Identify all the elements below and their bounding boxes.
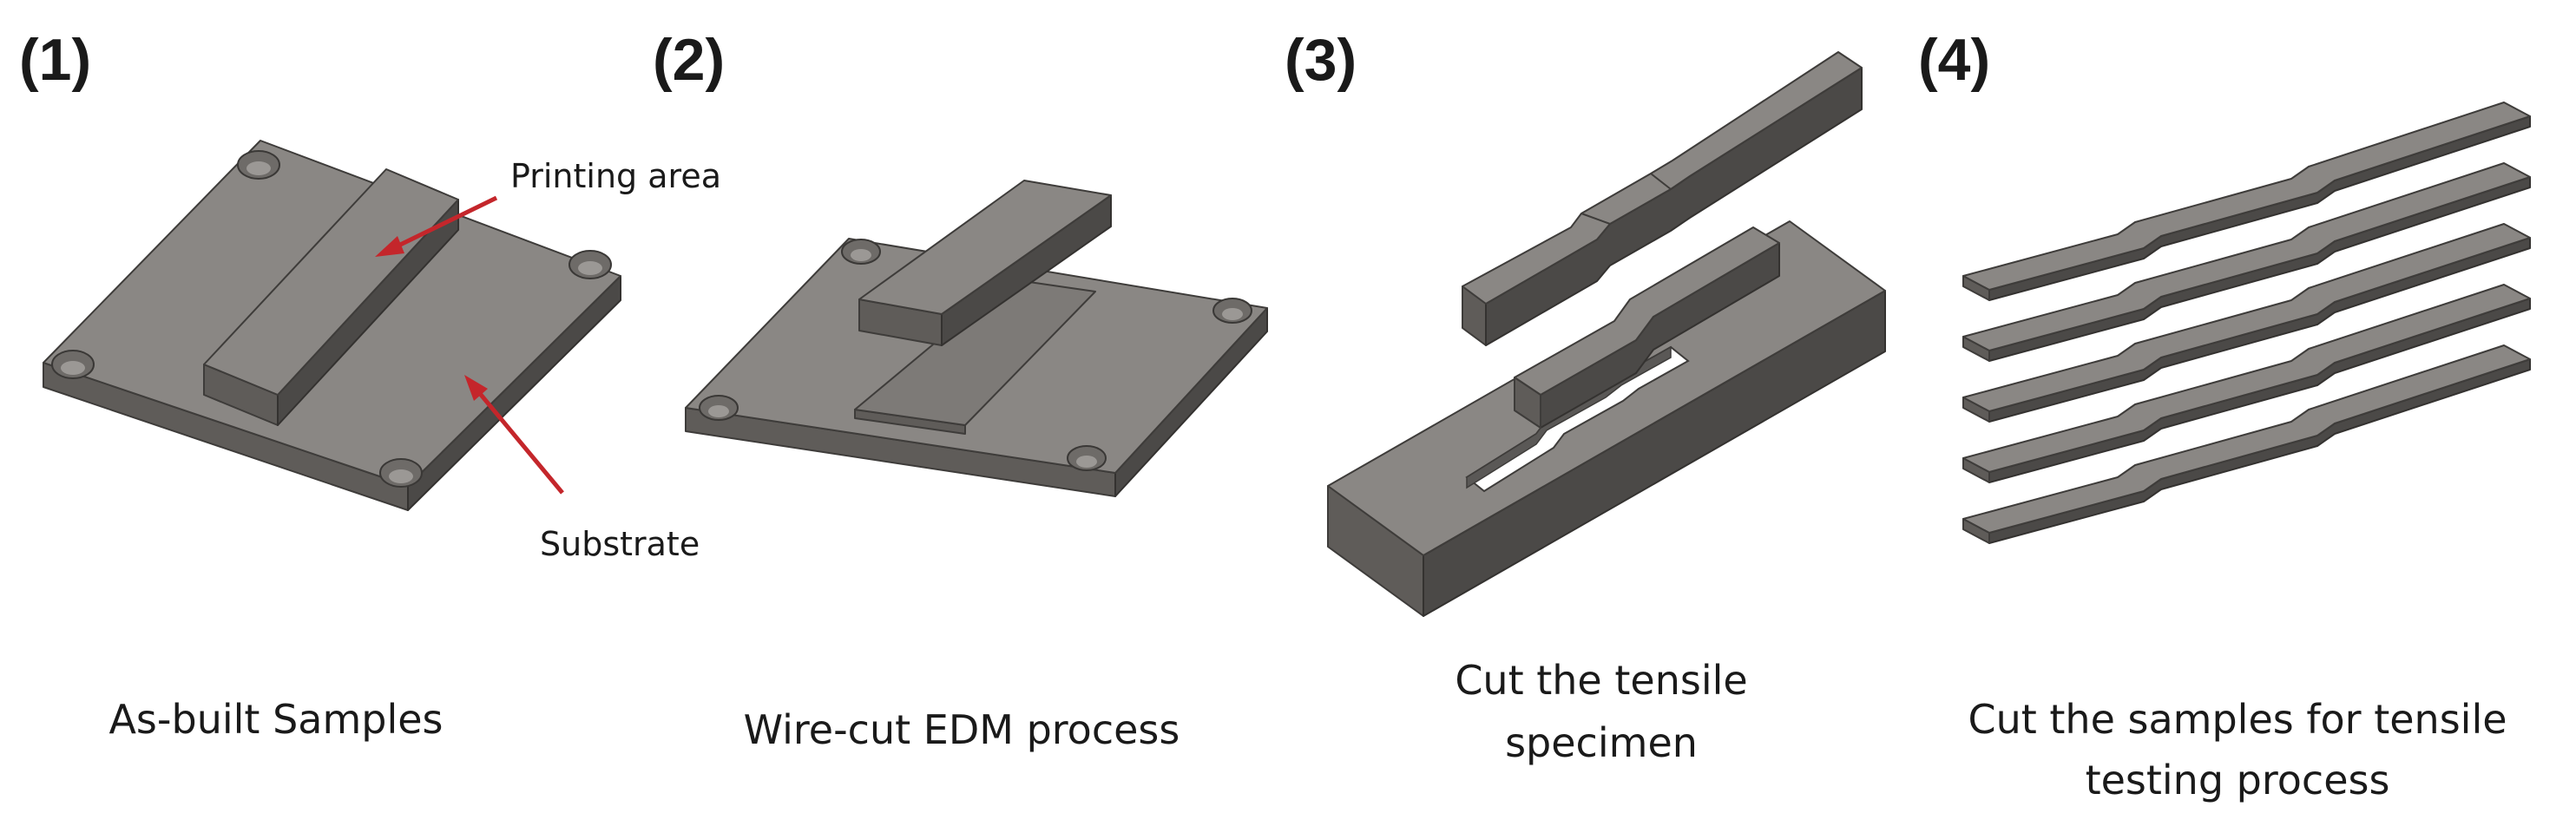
plate-hole — [1212, 298, 1252, 324]
thin-tensile-specimen — [1962, 344, 2531, 544]
thin-tensile-specimens — [1962, 102, 2531, 544]
printing-area-arrow — [375, 195, 498, 257]
plate-hole — [1067, 445, 1107, 471]
panel-3-caption-line-1: Cut the tensile — [1455, 657, 1747, 704]
panel-1-number: (1) — [19, 27, 91, 93]
panel-2-caption: Wire-cut EDM process — [744, 706, 1180, 753]
tensile-specimen-in-block — [1514, 226, 1780, 429]
panel-4: (4) Cut the samples for tensile testing … — [1918, 27, 2531, 803]
plate-hole — [568, 250, 612, 279]
panel-3-number: (3) — [1285, 27, 1357, 93]
plate-hole — [699, 395, 739, 421]
plate-hole — [51, 350, 95, 379]
plate-hole — [237, 150, 280, 180]
printing-area-label: Printing area — [510, 157, 721, 195]
thin-tensile-specimen — [1962, 162, 2531, 362]
panel-1: (1) Printing area Substrate — [19, 27, 721, 743]
thin-tensile-specimen — [1962, 284, 2531, 483]
panel-4-caption-line-1: Cut the samples for tensile — [1968, 696, 2507, 743]
lifted-block — [858, 180, 1112, 346]
panel-4-number: (4) — [1918, 27, 1990, 93]
panel-2-number: (2) — [653, 27, 725, 93]
printing-area-block-1 — [203, 168, 459, 426]
panel-2: (2) Wire-cut EDM process — [653, 27, 1268, 753]
thin-tensile-specimen — [1962, 102, 2531, 301]
panel-1-caption: As-built Samples — [108, 696, 443, 743]
substrate-arrow — [464, 375, 564, 495]
plate-hole — [841, 239, 881, 265]
panel-3: (3) Cut the tensile specimen — [1285, 27, 1886, 766]
thin-tensile-specimen — [1962, 223, 2531, 423]
block-with-cutout — [1327, 220, 1886, 617]
panel-3-caption-line-2: specimen — [1505, 719, 1698, 766]
substrate-label: Substrate — [540, 525, 700, 563]
plate-hole — [379, 458, 423, 488]
panel-4-caption-line-2: testing process — [2086, 757, 2390, 803]
tensile-specimen-thick — [1462, 51, 1863, 346]
